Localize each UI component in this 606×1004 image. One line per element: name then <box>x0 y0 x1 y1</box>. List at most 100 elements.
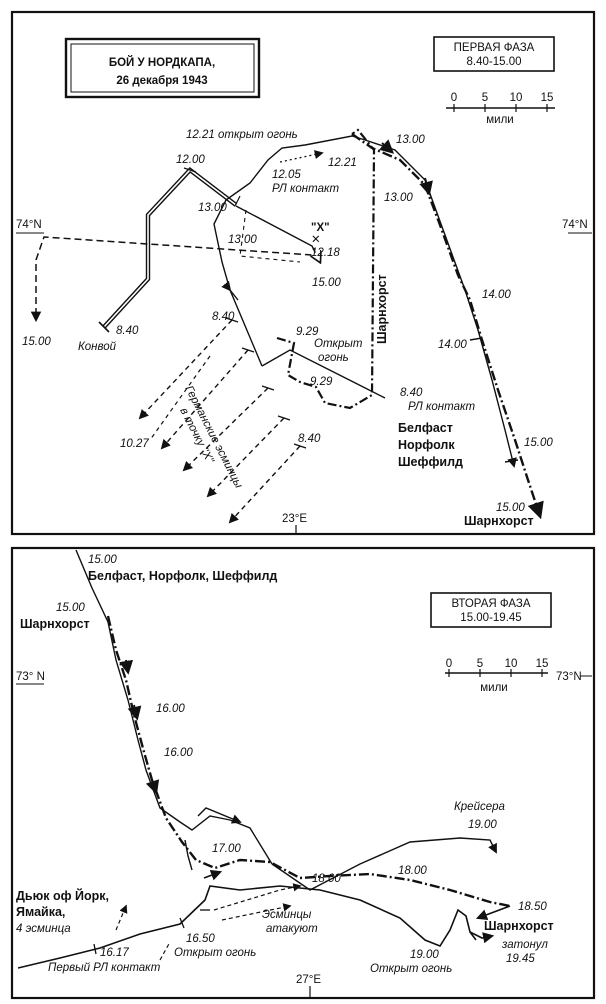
label-rl-contact: РЛ контакт <box>408 401 476 413</box>
phase-title: ВТОРАЯ ФАЗА <box>451 598 530 610</box>
scale-tick-label: 5 <box>477 658 483 670</box>
phase-time: 15.00-19.45 <box>460 612 521 624</box>
label-cruisers: Крейсера <box>454 801 505 813</box>
scale-tick-label: 10 <box>505 658 518 670</box>
label-time: 8.40 <box>400 387 423 399</box>
label-time: 13.00 <box>396 134 425 146</box>
label-time: 15.00 <box>496 502 525 514</box>
label-destroyers: Эсминцы <box>262 909 312 921</box>
label-attack: атакуют <box>266 923 318 935</box>
destroyer-tracks <box>138 317 307 524</box>
label-time: 15.00 <box>56 602 85 614</box>
label-time: 15.00 <box>22 336 51 348</box>
phase1-map-panel: БОЙ У НОРДКАПА, 26 декабря 1943 ПЕРВАЯ Ф… <box>10 10 596 536</box>
phase-box: ПЕРВАЯ ФАЗА 8.40-15.00 <box>433 36 555 72</box>
label-time: 19.45 <box>506 953 535 965</box>
label-cruisers: Белфаст, Норфолк, Шеффилд <box>88 569 277 583</box>
cruiser-track <box>213 135 517 468</box>
label-duke-of-york: Дьюк оф Йорк, <box>16 888 109 903</box>
label-cruiser: Белфаст <box>398 421 453 435</box>
label-time: 16.50 <box>186 933 215 945</box>
label-cruiser: Шеффилд <box>398 455 463 469</box>
point-x-marker: "X" ✕ <box>311 222 330 246</box>
label-time: 15.00 <box>524 437 553 449</box>
map-title: БОЙ У НОРДКАПА, <box>109 56 215 69</box>
phase1-labels: 12.21 открыт огонь 13.00 12.00 12.05 РЛ … <box>22 129 553 528</box>
label-time: 9.29 <box>296 326 319 338</box>
label-time: 9.29 <box>310 376 333 388</box>
scale-unit: мили <box>486 114 513 126</box>
label-time: 15.00 <box>312 277 341 289</box>
scharnhorst-west-track <box>30 236 313 323</box>
label-time: 16.00 <box>164 747 193 759</box>
scale-bar: 0 5 10 15 мили <box>445 658 548 694</box>
scharnhorst-track <box>106 615 511 921</box>
label-time: 15.00 <box>88 554 117 566</box>
label-time: 12.21 <box>328 157 357 169</box>
label-time: 18.00 <box>312 873 341 885</box>
scale-tick-label: 15 <box>541 92 554 104</box>
label-time: 12.05 <box>272 169 301 181</box>
scharnhorst-track <box>234 128 544 520</box>
phase-box: ВТОРАЯ ФАЗА 15.00-19.45 <box>430 592 552 628</box>
scale-unit: мили <box>480 682 507 694</box>
label-scharnhorst: Шарнхорст <box>464 514 534 528</box>
label-rl-contact: РЛ контакт <box>272 183 340 195</box>
label-fire-open: Открыт <box>314 338 363 350</box>
label-time: 18.00 <box>398 865 427 877</box>
convoy-track <box>98 167 238 333</box>
label-fire-open: Открыт огонь <box>370 963 452 975</box>
label-convoy: Конвой <box>78 341 117 353</box>
label-time: 13.00 <box>384 192 413 204</box>
scale-tick-label: 10 <box>510 92 523 104</box>
label-time: 17.00 <box>212 843 241 855</box>
label-time: 14.00 <box>482 289 511 301</box>
label-destroyers-count: 4 эсминца <box>16 923 71 935</box>
phase2-map-panel: ВТОРАЯ ФАЗА 15.00-19.45 0 5 10 15 мили 7… <box>10 546 596 1000</box>
label-time: 16.00 <box>156 703 185 715</box>
map-title-box: БОЙ У НОРДКАПА, 26 декабря 1943 <box>64 37 261 99</box>
phase-time: 8.40-15.00 <box>467 56 522 68</box>
label-fire-open: Открыт огонь <box>174 947 256 959</box>
phase-title: ПЕРВАЯ ФАЗА <box>454 42 535 54</box>
scale-tick-label: 15 <box>536 658 549 670</box>
label-time: 10.27 <box>120 438 149 450</box>
longitude-label: 27°E <box>296 974 321 986</box>
label-sunk: затонул <box>501 939 548 951</box>
latitude-label-right: 73°N <box>556 671 582 683</box>
label-time: 12.18 <box>311 247 340 259</box>
latitude-label: 74°N <box>16 219 42 231</box>
label-time: 12.00 <box>176 154 205 166</box>
scale-tick-label: 0 <box>451 92 457 104</box>
latitude-label-right: 74°N <box>562 219 588 231</box>
label-cruiser: Норфолк <box>398 438 455 452</box>
label-scharnhorst: Шарнхорст <box>20 617 90 631</box>
latitude-label: 73° N <box>16 671 45 683</box>
label-scharnhorst: Шарнхорст <box>484 919 554 933</box>
label-time: 19.00 <box>410 949 439 961</box>
x-cross-icon: ✕ <box>311 234 321 246</box>
label-time: 13.00 <box>228 234 257 246</box>
label-time: 18.50 <box>518 901 547 913</box>
label-time: 13.00 <box>198 202 227 214</box>
label-scharnhorst: Шарнхорст <box>375 274 389 344</box>
label-time: 16.17 <box>100 947 129 959</box>
label-jamaica: Ямайка, <box>16 905 65 919</box>
phase2-labels: 15.00 Белфаст, Норфолк, Шеффилд 15.00 Ша… <box>16 554 554 975</box>
duke-of-york-track <box>17 885 495 969</box>
scale-bar: 0 5 10 15 мили <box>446 92 555 126</box>
point-x-label: "X" <box>311 222 330 234</box>
label-time: 8.40 <box>212 311 235 323</box>
label-first-rl-contact: Первый РЛ контакт <box>48 962 161 974</box>
label-fire-open: огонь <box>318 352 349 364</box>
label-fire-1221: 12.21 открыт огонь <box>186 129 298 141</box>
destroyer-attack-tracks <box>115 883 302 961</box>
map-subtitle-date: 26 декабря 1943 <box>116 75 207 87</box>
label-time: 8.40 <box>116 325 139 337</box>
label-time: 19.00 <box>468 819 497 831</box>
label-time: 14.00 <box>438 339 467 351</box>
scale-tick-label: 5 <box>482 92 488 104</box>
label-time: 8.40 <box>298 433 321 445</box>
scale-tick-label: 0 <box>446 658 452 670</box>
